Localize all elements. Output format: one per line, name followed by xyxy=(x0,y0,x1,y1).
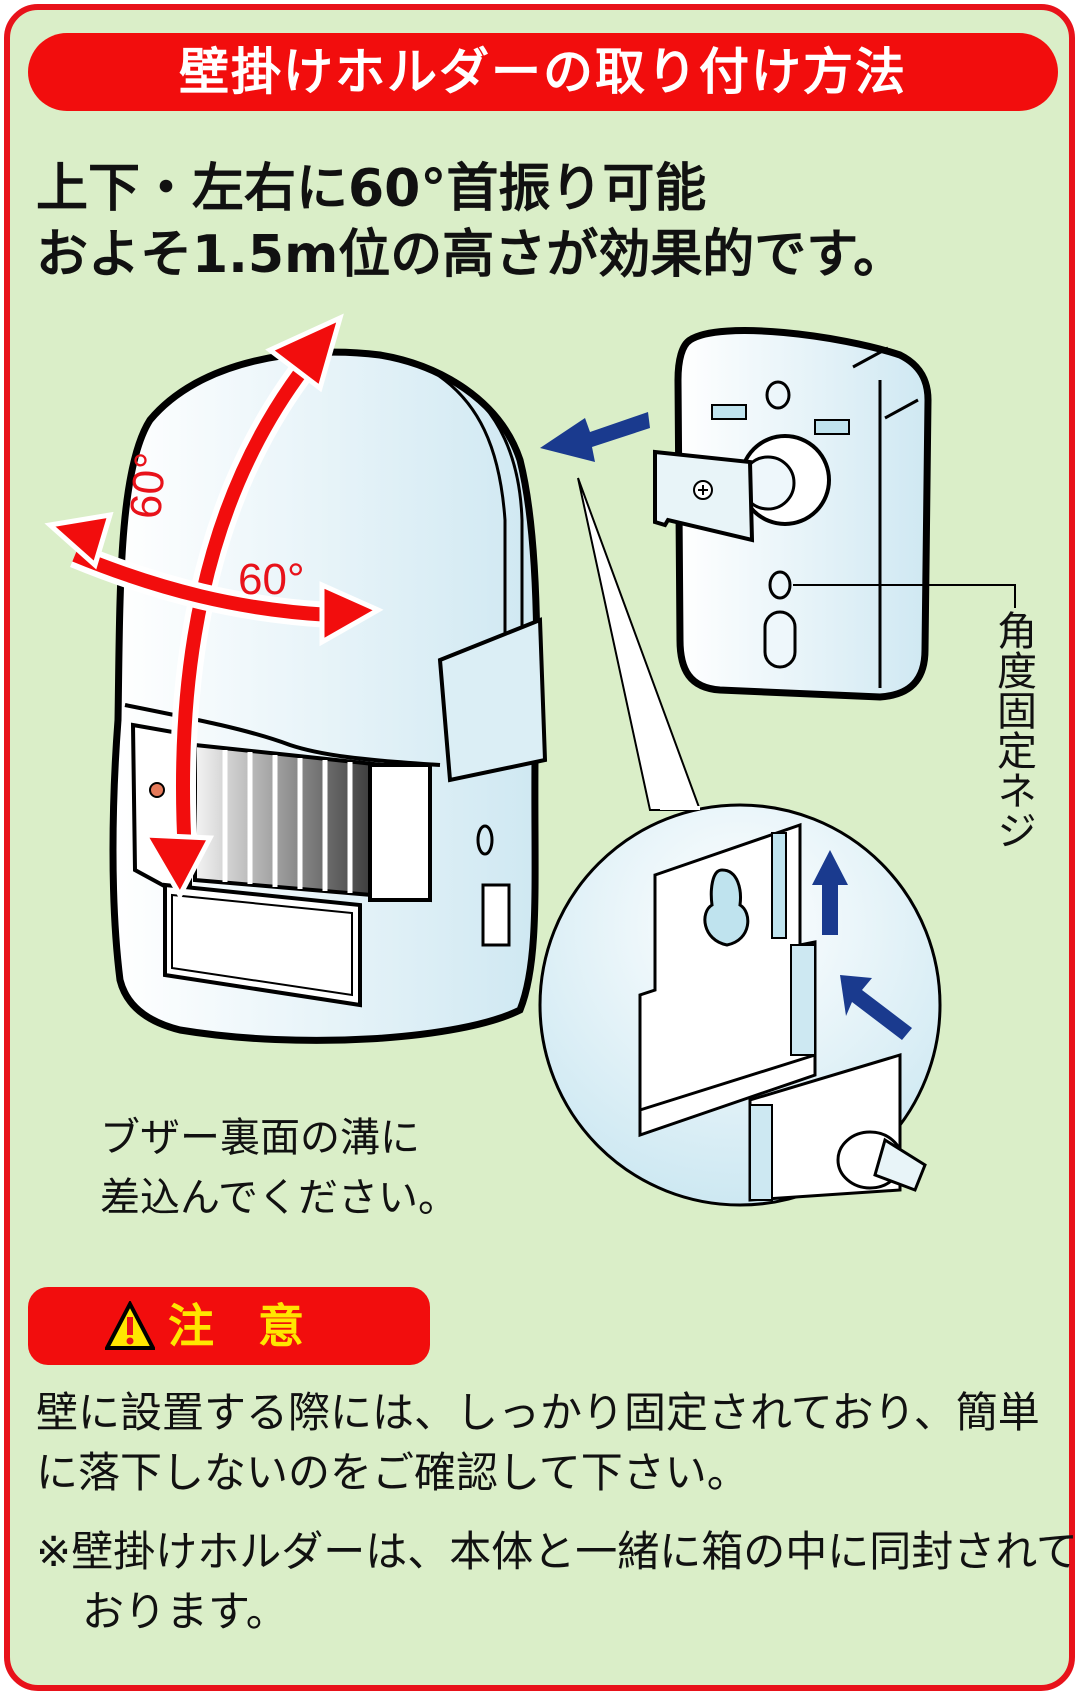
instruction-line-2: 差込んでください。 xyxy=(100,1175,458,1221)
caution-text: 壁に設置する際には、しっかり固定されており、簡単に落下しないのをご確認して下さい… xyxy=(36,1388,1040,1497)
headline-line-1: 上下・左右に60°首振り可能 xyxy=(36,159,707,219)
insertion-instruction: ブザー裏面の溝に 差込んでください。 xyxy=(100,1108,458,1228)
angle-screw-hole xyxy=(768,570,792,600)
wall-holder xyxy=(653,327,1016,701)
angle-fixing-screw-label: 角度固定ネジ xyxy=(990,610,1036,850)
vertical-angle-label: 60° xyxy=(121,450,176,521)
diagonal-arrow xyxy=(840,975,912,1040)
warning-triangle-icon xyxy=(105,1301,155,1350)
page-title: 壁掛けホルダーの取り付け方法 xyxy=(28,33,1058,111)
detail-callout xyxy=(538,477,942,1207)
package-note: ※壁掛けホルダーは、本体と一緒に箱の中に同封されております。 xyxy=(36,1527,1078,1636)
up-arrow xyxy=(812,850,848,935)
insert-direction-arrow xyxy=(540,412,650,462)
instruction-line-1: ブザー裏面の溝に xyxy=(100,1115,420,1161)
mounting-illustration: 60° 60° xyxy=(44,313,1016,1207)
caution-label: 注意 xyxy=(168,1299,348,1353)
headline-line-2: およそ1.5m位の高さが効果的です。 xyxy=(36,225,906,285)
caution-header: 注意 xyxy=(28,1287,430,1365)
horizontal-angle-label: 60° xyxy=(238,555,305,604)
led-indicator xyxy=(149,782,165,798)
rotation-arrows: 60° 60° xyxy=(44,313,384,901)
